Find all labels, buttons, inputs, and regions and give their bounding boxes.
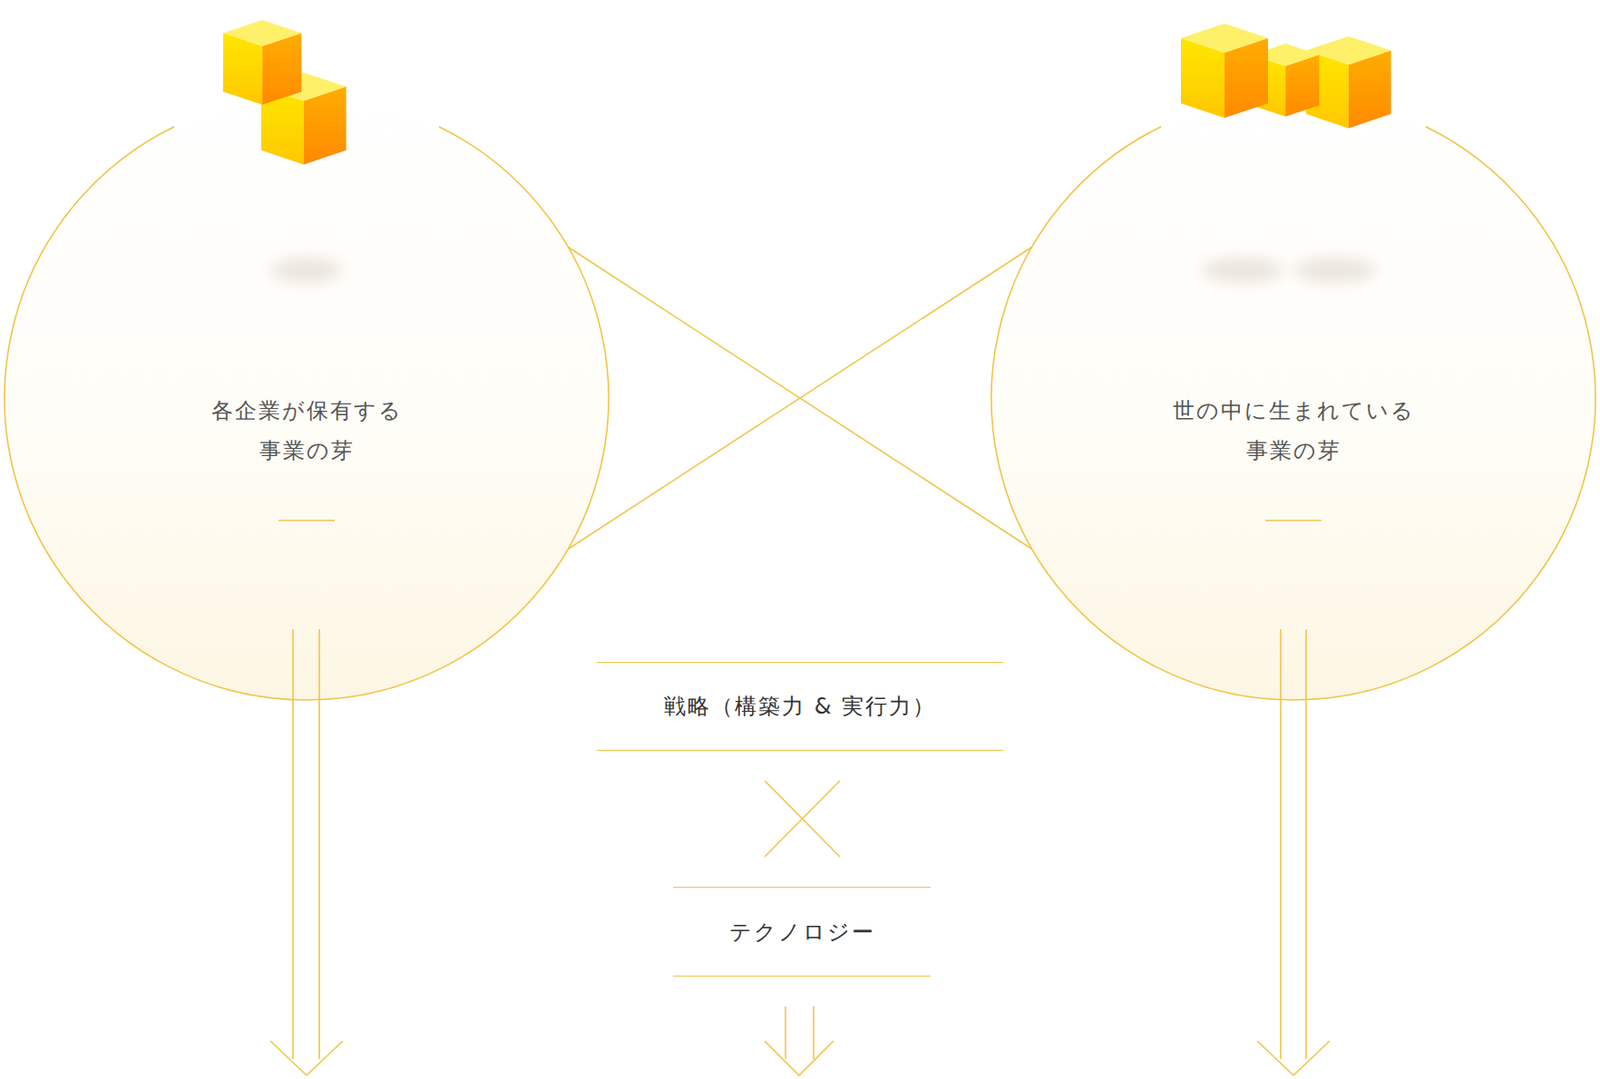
band-label: 戦略（構築力 & 実行力） [663, 692, 937, 722]
multiply-cross [764, 780, 840, 858]
arrow-head [270, 1041, 343, 1076]
circle-label: 各企業が保有する 事業の芽 [170, 390, 443, 471]
arrow-head [1257, 1041, 1330, 1076]
dash-mark [1265, 519, 1322, 522]
arrow-head [764, 1041, 834, 1076]
circle-node: 各企業が保有する 事業の芽 [3, 95, 610, 702]
dash-mark [278, 519, 335, 522]
cross-connector [567, 247, 1032, 550]
circle-label: 世の中に生まれている 事業の芽 [1157, 390, 1430, 471]
arrow-shaft [784, 1006, 787, 1060]
text-band: 戦略（構築力 & 実行力） [596, 662, 1004, 752]
arrow-shaft [812, 1006, 815, 1060]
band-label: テクノロジー [729, 917, 876, 947]
multiply-cross [764, 780, 840, 858]
circle-node: 世の中に生まれている 事業の芽 [990, 95, 1597, 702]
cross-connector [567, 247, 1032, 550]
text-band: テクノロジー [673, 887, 931, 977]
